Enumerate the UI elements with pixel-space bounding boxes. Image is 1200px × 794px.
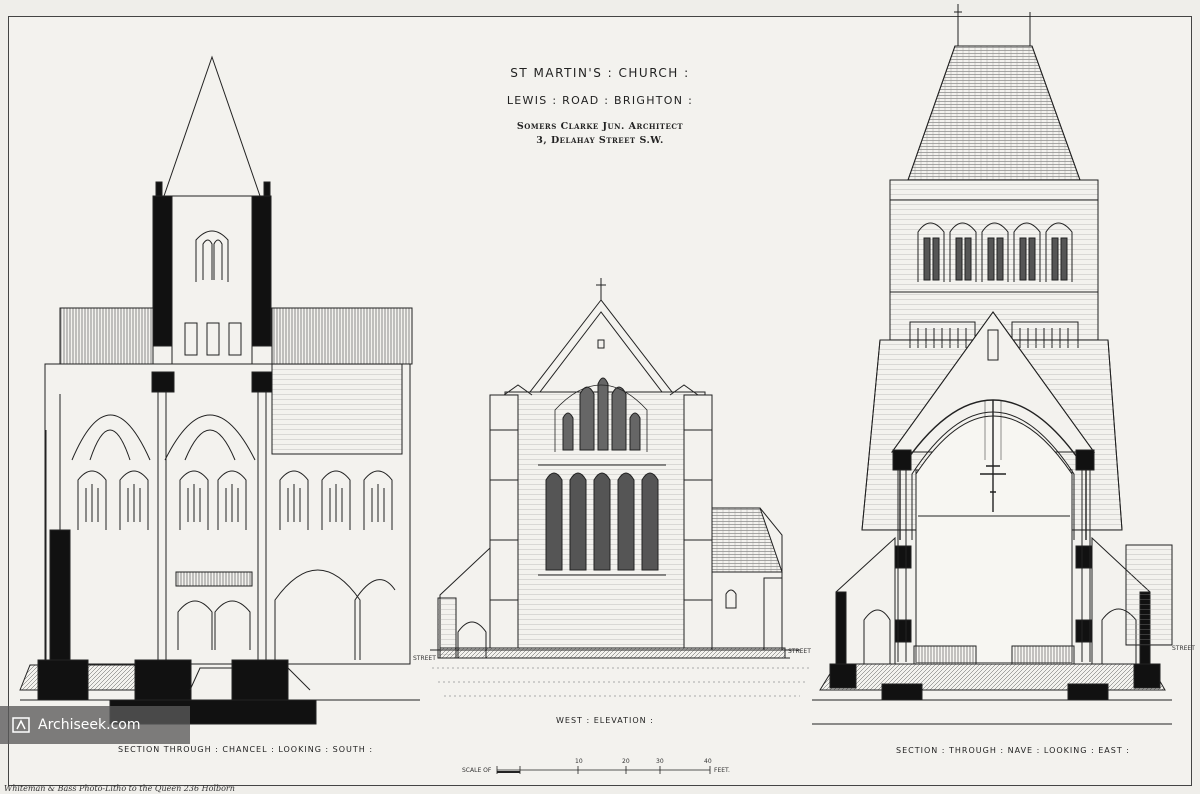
scale-tick-label: 10 [575,758,583,765]
west-elevation [430,278,810,697]
printer-credit: Whiteman & Bass Photo-Litho to the Queen… [4,784,235,793]
scale-prefix: SCALE OF [462,767,492,774]
architect-name: Somers Clarke Jun. Architect [516,121,684,132]
archiseek-logo-icon [12,717,30,733]
watermark-text: Archiseek.com [38,717,141,733]
scale-tick-label: 40 [704,758,712,765]
scale-tick-label: 20 [622,758,630,765]
caption-nave-section: SECTION : THROUGH : NAVE : LOOKING : EAS… [896,746,1130,755]
street-label: STREET [413,655,436,662]
scale-bar [496,766,711,774]
street-label: STREET [788,648,811,655]
watermark-badge: Archiseek.com [0,706,190,744]
architect-address: 3, Delahay Street S.W. [536,135,664,146]
scale-unit: FEET. [714,767,730,774]
nave-section [812,4,1173,725]
church-title: ST MARTIN'S : CHURCH : [510,66,690,80]
title-block: ST MARTIN'S : CHURCH : LEWIS : ROAD : BR… [440,66,760,149]
street-label: STREET [1172,645,1195,652]
caption-chancel-section: SECTION THROUGH : CHANCEL : LOOKING : SO… [118,745,374,754]
location-title: LEWIS : ROAD : BRIGHTON : [506,94,694,107]
caption-west-elevation: WEST : ELEVATION : [556,716,654,725]
scale-tick-label: 30 [656,758,664,765]
chancel-section [19,55,420,725]
